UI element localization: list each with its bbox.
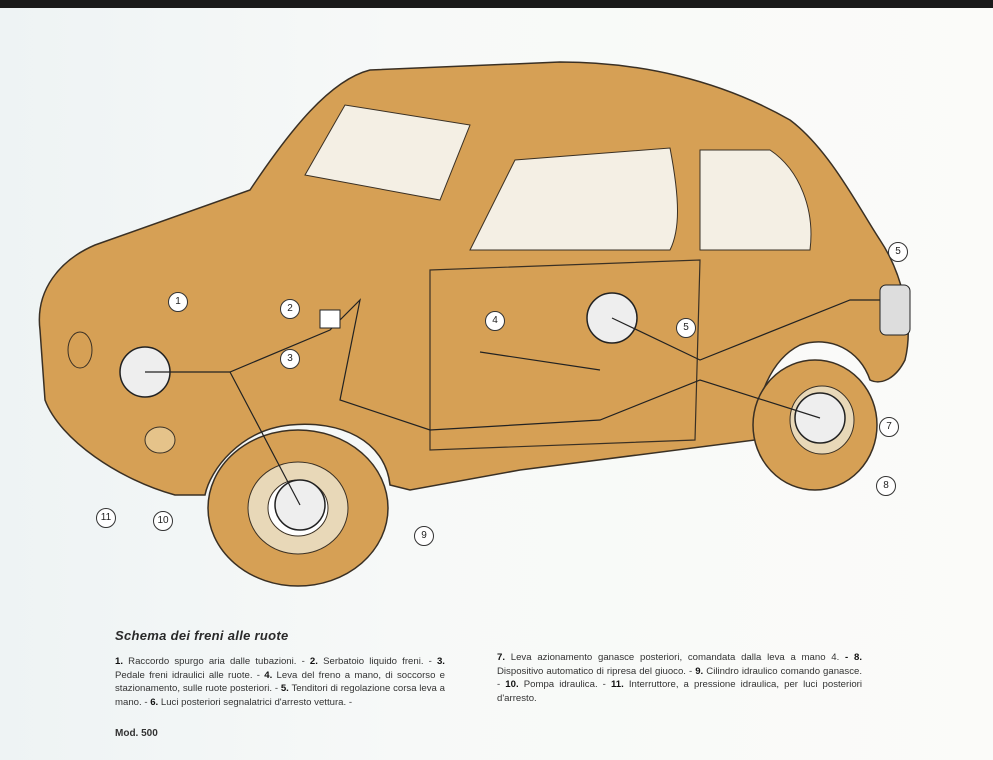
brake-system-illustration: [38, 61, 911, 587]
legend-left: 1. Raccordo spurgo aria dalle tubazioni.…: [115, 655, 445, 709]
windshield: [304, 104, 471, 201]
callout-8: 8: [876, 476, 896, 496]
callout-2: 2: [280, 299, 300, 319]
legend-text: Leva azionamento ganasce posteriori, com…: [510, 652, 840, 663]
callout-6: 5: [888, 242, 908, 262]
legend-text: Leva del freno a mano, di soccorso e sta…: [115, 669, 445, 695]
legend-num: 3.: [436, 656, 445, 667]
brake-lines: [145, 298, 900, 506]
legend-num: 6.: [150, 696, 159, 708]
side-window: [469, 147, 678, 251]
fluid-reservoir: [319, 309, 341, 329]
callout-11: 11: [96, 508, 116, 528]
callout-9: 9: [414, 526, 434, 546]
legend-num: 7.: [497, 652, 506, 663]
callout-5: 5: [676, 318, 696, 338]
legend-text: Luci posteriori segnalatrici d'arresto v…: [160, 696, 353, 708]
callout-1: 1: [168, 292, 188, 312]
legend-text: Serbatoio liquido freni. -: [323, 656, 432, 667]
callout-4: 4: [485, 311, 505, 331]
legend-text: Pompa idraulica. -: [523, 679, 606, 691]
legend-num: 11.: [610, 679, 624, 691]
headlight: [144, 426, 176, 454]
legend-right: 7. Leva azionamento ganasce posteriori, …: [497, 651, 862, 705]
rear-window: [699, 149, 812, 251]
callout-7: 7: [879, 417, 899, 437]
callout-10: 10: [153, 511, 173, 531]
legend-text: Pedale freni idraulici alle ruote. -: [115, 669, 260, 681]
legend-text: Cilindro idraulico comando ganasce. -: [497, 665, 862, 691]
scan-edge: [0, 0, 993, 8]
legend-num: 1.: [115, 656, 124, 667]
legend-num: 10.: [505, 679, 519, 691]
legend-text: Raccordo spurgo aria dalle tubazioni. -: [128, 656, 305, 667]
diagram-title: Schema dei freni alle ruote: [115, 628, 289, 643]
callout-3: 3: [280, 349, 300, 369]
model-label: Mod. 500: [115, 728, 158, 739]
legend-text: Tenditori di regolazione corsa leva a ma…: [115, 683, 445, 708]
legend-num: 9.: [695, 665, 704, 677]
legend-text: Dispositivo automatico di ripresa del gi…: [497, 665, 693, 677]
legend-num: - 8.: [845, 652, 862, 663]
legend-num: 5.: [280, 683, 289, 695]
legend-text: Interruttore, a pressione idraulica, per…: [497, 679, 863, 704]
car-body: [38, 61, 909, 496]
legend-num: 2.: [309, 656, 318, 667]
legend-num: 4.: [264, 669, 273, 681]
